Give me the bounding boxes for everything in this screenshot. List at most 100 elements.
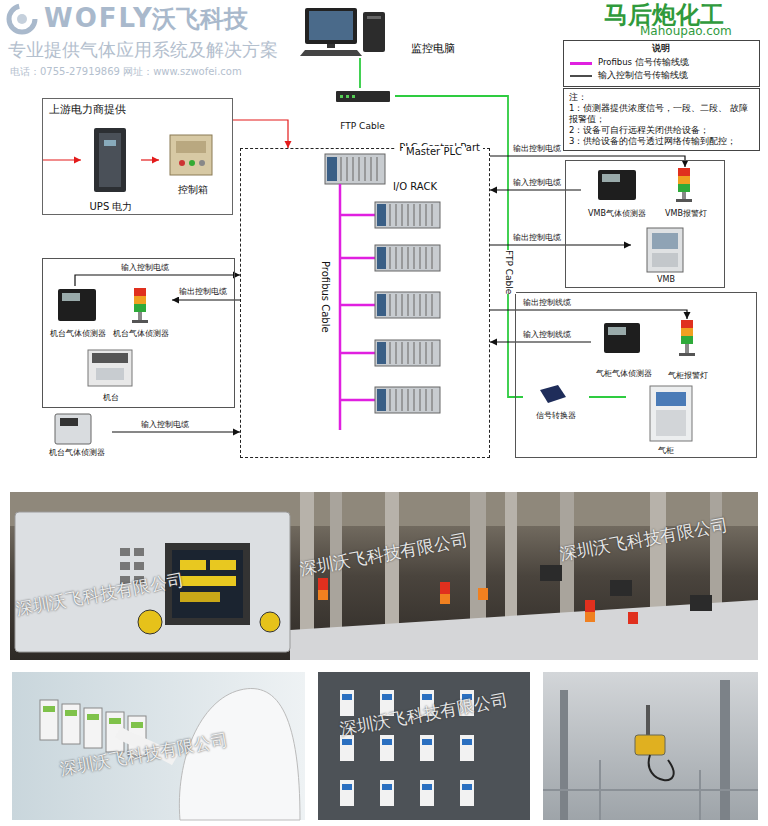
photo-cleanroom [65, 710, 77, 716]
vmb-group-box: VMB气体侦测器VMB报警灯VMB [565, 160, 725, 288]
network-switch-icon [336, 91, 390, 102]
node-text: 2：设备可自行远程关闭供给设备； [569, 125, 754, 136]
io-rack-icon [377, 389, 386, 411]
watermark: 深圳沃飞科技有限公司 [298, 531, 469, 580]
machine-icon [88, 350, 132, 386]
arrow-head [172, 297, 179, 304]
io-rack-icon [377, 204, 386, 226]
ups-icon [94, 128, 126, 192]
io-rack-icon [375, 387, 440, 413]
network-switch-icon [336, 91, 390, 102]
gas-cabinet-group-box: 气柜气体侦测器气柜报警灯信号转换器气柜 [515, 292, 757, 458]
edge-label: 输出控制电缆 [512, 144, 562, 154]
photo-control-room [318, 590, 328, 600]
photo-plant-detector [543, 672, 758, 820]
io-rack-icon [390, 389, 432, 411]
plc-control-box: PLC Control PartProfibus CableMaster PLC… [240, 148, 490, 458]
alarm-lamp-icon [132, 168, 695, 356]
alarm-lamp-icon [676, 199, 692, 202]
gas-cabinet-node: 气柜 [626, 385, 706, 456]
alarm-lamp-icon [681, 336, 693, 344]
node-text: I/O RACK [390, 181, 440, 193]
node-text: 监控电脑 [411, 42, 455, 55]
logo-swirl [9, 6, 35, 32]
photo-cleanroom [12, 672, 305, 820]
signal-converter-node: 信号转换器 [523, 384, 589, 421]
connector [490, 156, 689, 167]
alarm-lamp-icon [678, 168, 690, 176]
gas-detector-icon [608, 327, 626, 335]
gas-detector-icon [604, 323, 640, 353]
node-text: VMB气体侦测器 [588, 209, 646, 219]
io-rack-icon [390, 294, 432, 316]
photo-control-room [690, 595, 712, 611]
watermark: 深圳沃飞科技有限公司 [558, 516, 729, 565]
arrow-head [233, 429, 240, 436]
photo-plant-detector [635, 735, 665, 755]
gas-detector-icon [62, 293, 80, 301]
gas-detector-icon [55, 414, 91, 444]
arrow-head [74, 157, 81, 164]
photo-control-room [585, 612, 595, 622]
edge-label: 输入控制线缆 [522, 330, 572, 340]
node-text: FTP Cable [340, 121, 384, 132]
photo-cleanroom [43, 706, 55, 712]
photo-control-room [385, 492, 399, 642]
connector [141, 157, 159, 164]
connector [172, 297, 240, 304]
photo-plant-detector [720, 680, 730, 820]
photo-control-room [290, 600, 758, 660]
ups-icon [104, 140, 116, 146]
network-switch-icon [346, 95, 349, 98]
node-text: UPS 电力 [90, 201, 133, 213]
photo-detector-rack [318, 672, 530, 820]
master-plc-icon [327, 157, 337, 181]
site-watermark: Mahoupao.com [640, 25, 732, 39]
photo-control-room [610, 580, 632, 596]
alarm-lamp-icon [685, 344, 689, 354]
photo-control-room [180, 560, 206, 570]
edge-label: 输出控制电缆 [178, 287, 228, 297]
photo-detector-rack [382, 694, 392, 700]
control-box-icon [179, 160, 185, 166]
machine-icon [88, 350, 132, 386]
computer-node: 监控电脑 [300, 5, 460, 58]
arrow-head [682, 160, 689, 167]
node-text: 上游电力商提供 [49, 103, 226, 116]
legend-line-sample [570, 75, 592, 77]
node-text: 气柜 [658, 446, 674, 456]
photo-detector-rack [380, 735, 394, 761]
node-text: 注： [569, 92, 754, 103]
arrow-head [490, 187, 497, 194]
master-plc-icon [341, 157, 377, 181]
node-text: 控制箱 [178, 184, 208, 196]
photo-control-room [540, 565, 562, 581]
ups-node: UPS 电力 [81, 126, 141, 213]
io-rack-icon [377, 294, 386, 316]
photo-detector-rack [422, 784, 432, 790]
legend-row: 输入控制信号传输线缆 [570, 70, 688, 82]
photo-detector-rack [342, 784, 352, 790]
alarm-lamp-node: 气柜报警灯 [658, 319, 718, 381]
signal-converter-icon [540, 385, 566, 403]
node-text: 机台气体侦测器 [50, 329, 106, 339]
photo-detector-rack [340, 735, 354, 761]
gas-detector-icon [598, 170, 636, 200]
photo-detector-rack [422, 739, 432, 745]
connector [589, 397, 626, 398]
photo-detector-rack [460, 735, 474, 761]
vmb-node: VMB [631, 227, 701, 285]
alarm-lamp-icon [678, 176, 690, 184]
connector-line [233, 120, 288, 148]
node-text: 3：供给设备的信号透过网络传输到配控； [569, 136, 754, 147]
company-logo-text: 电话：0755-27919869 网址：www.szwofei.com [10, 66, 242, 78]
logo-swirl [17, 14, 27, 24]
photo-control-room [440, 582, 450, 594]
computer-icon [327, 44, 335, 48]
legend-line-sample [570, 73, 592, 79]
alarm-lamp-icon [134, 304, 146, 312]
legend-text: 输入控制信号传输线缆 [598, 70, 688, 82]
computer-icon [309, 11, 353, 40]
gas-cabinet-icon [650, 386, 692, 441]
photo-control-room [180, 576, 236, 586]
